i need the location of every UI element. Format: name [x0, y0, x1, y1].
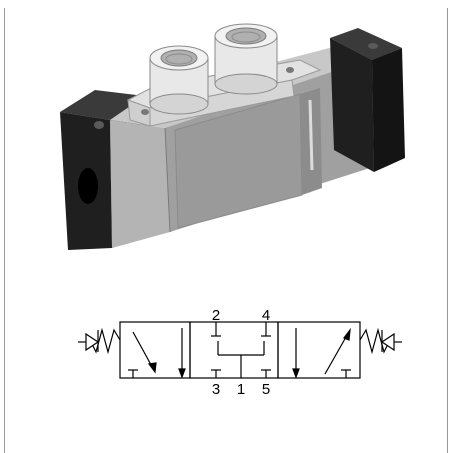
left-box-down-arrowhead [178, 368, 186, 379]
right-pilot-triangle-icon [380, 332, 395, 352]
right-end-cap-top [330, 28, 402, 60]
left-spring-icon [89, 327, 121, 355]
body-front-face [110, 120, 170, 248]
port-label-5: 5 [262, 381, 270, 398]
fitting-right-thread [231, 31, 261, 43]
fitting-left-bore [160, 49, 198, 67]
port-fitting-right [214, 23, 278, 95]
port-label-3: 3 [212, 381, 220, 398]
valve-body-illustration [60, 23, 405, 250]
schematic-box-right [277, 321, 361, 379]
body-edge-line [164, 127, 171, 233]
right-spring-icon [359, 327, 391, 355]
right-end-cap-side [372, 48, 405, 172]
fitting-right-bottom [214, 73, 278, 95]
left-cap-port-hole [78, 168, 98, 204]
right-cap-screw-hole [368, 43, 378, 49]
right-box-diagonal-arrowhead [343, 327, 351, 341]
fitting-left-bottom [149, 93, 209, 115]
left-end-cap-top [60, 90, 145, 120]
base-screw-left [141, 109, 149, 115]
right-box-down-arrowhead [292, 368, 300, 379]
base-screw-right [286, 67, 294, 73]
port-label-4: 4 [262, 307, 270, 324]
left-pilot-triangle-icon [85, 332, 100, 352]
left-box-diagonal-arrowhead [147, 362, 157, 374]
valve-schematic-symbol [78, 321, 402, 379]
port-label-2: 2 [212, 307, 220, 324]
left-cap-screw-hole [94, 121, 104, 129]
port-label-1: 1 [237, 381, 245, 398]
body-groove [308, 99, 314, 171]
port-fitting-left [149, 45, 209, 115]
right-end-cap-front [330, 38, 374, 172]
fitting-left-thread [165, 53, 193, 65]
